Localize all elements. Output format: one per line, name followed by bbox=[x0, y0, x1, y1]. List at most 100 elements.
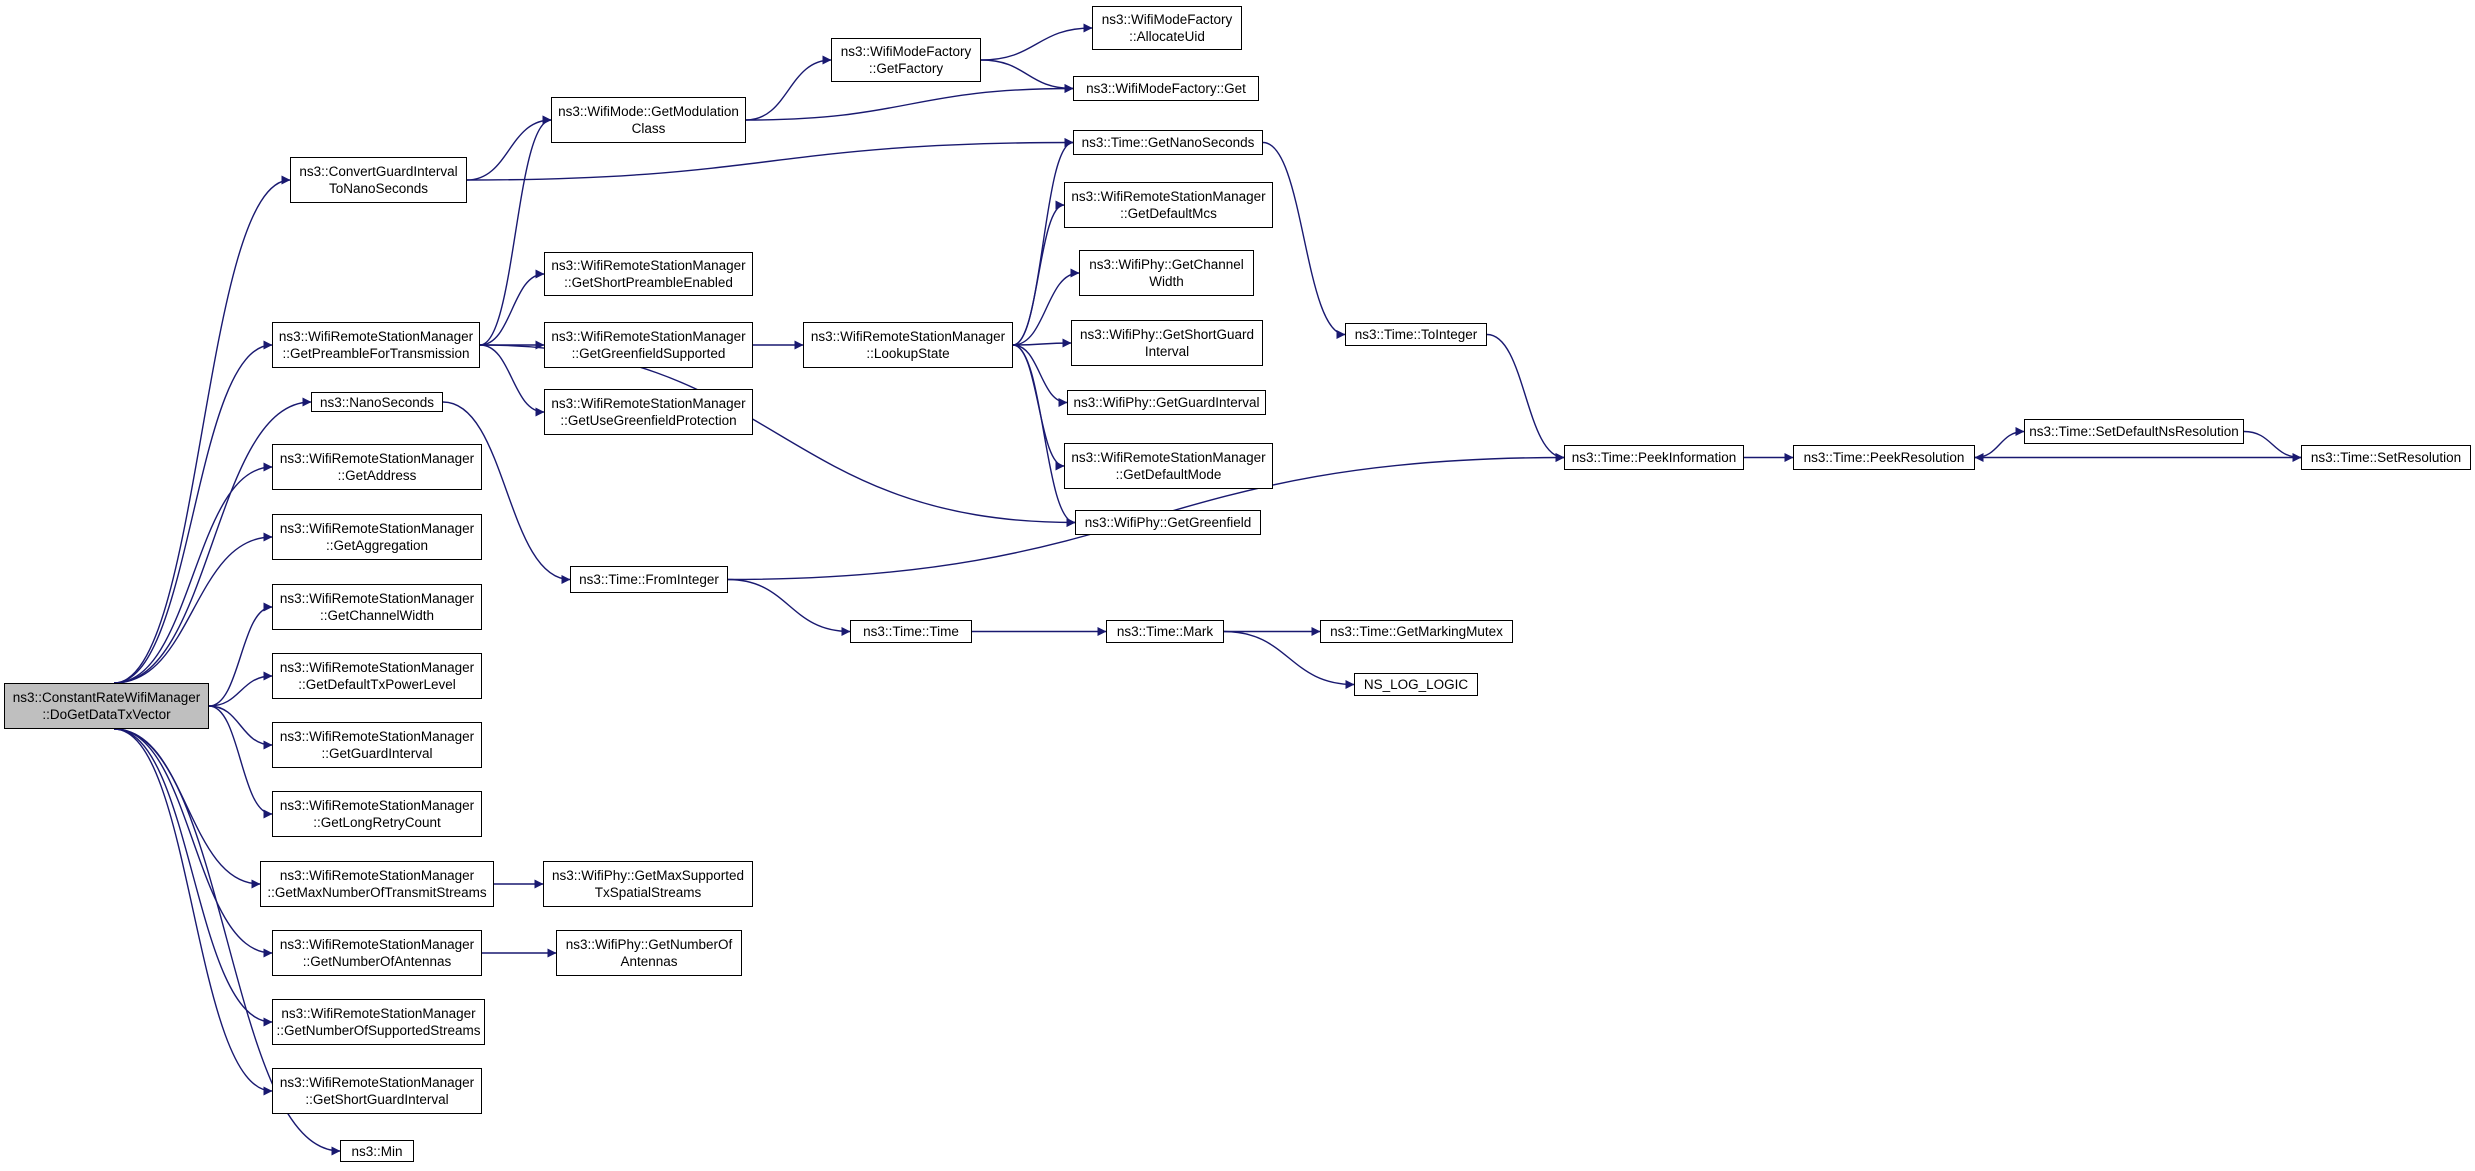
graph-node-label: ns3::WifiRemoteStationManager bbox=[279, 798, 475, 813]
graph-node-get-max-streams[interactable]: ns3::WifiRemoteStationManager::GetMaxNum… bbox=[260, 861, 494, 907]
edge-toInteger-to-peekInformation bbox=[1486, 333, 1565, 462]
graph-node-lookup-state[interactable]: ns3::WifiRemoteStationManager::LookupSta… bbox=[803, 322, 1013, 368]
edge-root-to-getNumStreams bbox=[113, 728, 273, 1027]
edge-root-to-getChannelWidth bbox=[208, 602, 273, 707]
edge-root-to-getShortGI bbox=[113, 728, 273, 1096]
graph-node-get-address[interactable]: ns3::WifiRemoteStationManager::GetAddres… bbox=[272, 444, 482, 490]
graph-node-get-num-streams[interactable]: ns3::WifiRemoteStationManager::GetNumber… bbox=[272, 999, 485, 1045]
graph-node-label: ::GetAddress bbox=[337, 468, 417, 483]
graph-node-label: ::GetUseGreenfieldProtection bbox=[560, 413, 737, 428]
graph-node-get-short-g-i[interactable]: ns3::WifiRemoteStationManager::GetShortG… bbox=[272, 1068, 482, 1114]
graph-node-label: ns3::Time::Mark bbox=[1116, 624, 1214, 639]
graph-node-label: ns3::WifiRemoteStationManager bbox=[551, 329, 746, 344]
graph-node-label: Width bbox=[1149, 274, 1184, 289]
graph-node-phy-guard-interval[interactable]: ns3::WifiPhy::GetGuardInterval bbox=[1067, 390, 1266, 415]
graph-node-use-greenfield-prot[interactable]: ns3::WifiRemoteStationManager::GetUseGre… bbox=[544, 389, 753, 435]
graph-node-label: ns3::Time::SetResolution bbox=[2310, 450, 2462, 465]
graph-node-label: ns3::WifiPhy::GetChannel bbox=[1089, 257, 1244, 272]
graph-node-label: ::GetShortGuardInterval bbox=[305, 1092, 449, 1107]
graph-node-get-default-tx-power[interactable]: ns3::WifiRemoteStationManager::GetDefaul… bbox=[272, 653, 482, 699]
graph-node-label: ::GetGuardInterval bbox=[321, 746, 433, 761]
graph-node-get-guard-interval[interactable]: ns3::WifiRemoteStationManager::GetGuardI… bbox=[272, 722, 482, 768]
edge-peekResolution-to-setDefaultNsRes bbox=[1974, 427, 2025, 459]
edge-setDefaultNsRes-to-setResolution bbox=[2243, 430, 2302, 462]
graph-node-label: ns3::WifiRemoteStationManager bbox=[551, 396, 746, 411]
graph-node-get-aggregation[interactable]: ns3::WifiRemoteStationManager::GetAggreg… bbox=[272, 514, 482, 560]
graph-node-set-default-ns-res[interactable]: ns3::Time::SetDefaultNsResolution bbox=[2024, 419, 2244, 444]
edge-lookupState-to-phyShortGuard bbox=[1012, 338, 1072, 348]
graph-node-label: ::GetDefaultMcs bbox=[1120, 206, 1217, 221]
graph-node-label: ::GetFactory bbox=[868, 61, 944, 76]
graph-node-min[interactable]: ns3::Min bbox=[340, 1140, 414, 1162]
graph-node-label: ns3::WifiPhy::GetGreenfield bbox=[1084, 515, 1252, 530]
graph-node-nano-seconds[interactable]: ns3::NanoSeconds bbox=[311, 392, 443, 412]
graph-node-label: ::LookupState bbox=[866, 346, 950, 361]
graph-node-label: ns3::WifiRemoteStationManager bbox=[279, 521, 475, 536]
graph-node-label: ns3::ConvertGuardInterval bbox=[299, 164, 458, 179]
graph-node-label: ns3::Time::GetNanoSeconds bbox=[1081, 135, 1255, 150]
graph-node-label: ns3::WifiRemoteStationManager bbox=[279, 1075, 475, 1090]
graph-node-label: ns3::WifiRemoteStationManager bbox=[1071, 189, 1266, 204]
graph-node-label: ns3::WifiModeFactory::Get bbox=[1086, 81, 1246, 96]
edge-factoryGetFactory-to-allocateUid bbox=[980, 23, 1093, 61]
edge-lookupState-to-phyGreenfield bbox=[1012, 344, 1076, 527]
edge-root-to-getGuardInterval bbox=[208, 705, 273, 750]
graph-node-label: NS_LOG_LOGIC bbox=[1363, 677, 1469, 692]
edge-getPreamble-to-modClass bbox=[479, 115, 552, 346]
graph-node-label: ns3::WifiRemoteStationManager bbox=[551, 258, 746, 273]
graph-node-label: ns3::Time::GetMarkingMutex bbox=[1330, 624, 1503, 639]
graph-node-label: ns3::WifiRemoteStationManager bbox=[279, 451, 475, 466]
graph-node-get-preamble[interactable]: ns3::WifiRemoteStationManager::GetPreamb… bbox=[272, 322, 480, 368]
graph-node-label: ::GetLongRetryCount bbox=[313, 815, 441, 830]
graph-node-from-integer[interactable]: ns3::Time::FromInteger bbox=[570, 566, 728, 593]
graph-node-root[interactable]: ns3::ConstantRateWifiManager::DoGetDataT… bbox=[4, 683, 209, 729]
graph-node-greenfield-supported[interactable]: ns3::WifiRemoteStationManager::GetGreenf… bbox=[544, 322, 753, 368]
graph-node-short-preamble[interactable]: ns3::WifiRemoteStationManager::GetShortP… bbox=[544, 252, 753, 296]
graph-node-label: ::GetPreambleForTransmission bbox=[282, 346, 470, 361]
edge-modClass-to-factoryGet bbox=[745, 84, 1074, 121]
graph-node-marking-mutex[interactable]: ns3::Time::GetMarkingMutex bbox=[1320, 620, 1513, 643]
graph-node-get-nano-seconds[interactable]: ns3::Time::GetNanoSeconds bbox=[1073, 130, 1263, 155]
graph-node-get-default-mcs[interactable]: ns3::WifiRemoteStationManager::GetDefaul… bbox=[1064, 182, 1273, 228]
graph-node-get-long-retry[interactable]: ns3::WifiRemoteStationManager::GetLongRe… bbox=[272, 791, 482, 837]
graph-node-time-time[interactable]: ns3::Time::Time bbox=[850, 620, 972, 643]
graph-node-to-integer[interactable]: ns3::Time::ToInteger bbox=[1345, 323, 1487, 346]
edge-convGI-to-modClass bbox=[466, 115, 552, 181]
graph-node-label: ns3::WifiRemoteStationManager bbox=[279, 937, 475, 952]
graph-node-label: ToNanoSeconds bbox=[328, 181, 429, 196]
graph-node-label: Antennas bbox=[620, 954, 678, 969]
edge-root-to-nanoSeconds bbox=[113, 397, 312, 684]
graph-node-label: ::GetAggregation bbox=[325, 538, 429, 553]
graph-node-factory-get[interactable]: ns3::WifiModeFactory::Get bbox=[1073, 76, 1259, 101]
graph-node-get-num-antennas[interactable]: ns3::WifiRemoteStationManager::GetNumber… bbox=[272, 930, 482, 976]
edge-modClass-to-factoryGetFactory bbox=[745, 55, 832, 121]
graph-node-label: ns3::Min bbox=[351, 1143, 403, 1159]
edge-lookupState-to-getDefaultMcs bbox=[1012, 200, 1065, 346]
graph-node-label: ns3::WifiRemoteStationManager bbox=[810, 329, 1006, 344]
graph-node-allocate-uid[interactable]: ns3::WifiModeFactory::AllocateUid bbox=[1092, 6, 1242, 50]
graph-node-label: ns3::WifiRemoteStationManager bbox=[281, 1006, 476, 1021]
graph-node-factory-get-factory[interactable]: ns3::WifiModeFactory::GetFactory bbox=[831, 38, 981, 82]
graph-node-phy-greenfield[interactable]: ns3::WifiPhy::GetGreenfield bbox=[1075, 510, 1261, 535]
graph-node-get-default-mode[interactable]: ns3::WifiRemoteStationManager::GetDefaul… bbox=[1064, 443, 1273, 489]
graph-node-time-mark[interactable]: ns3::Time::Mark bbox=[1106, 620, 1224, 643]
graph-node-label: ::GetShortPreambleEnabled bbox=[564, 275, 733, 290]
graph-node-label: ns3::Time::PeekResolution bbox=[1803, 450, 1965, 465]
graph-node-set-resolution[interactable]: ns3::Time::SetResolution bbox=[2301, 445, 2471, 470]
graph-node-get-channel-width[interactable]: ns3::WifiRemoteStationManager::GetChanne… bbox=[272, 584, 482, 630]
edge-root-to-getAggregation bbox=[113, 532, 273, 684]
graph-node-label: ::GetNumberOfSupportedStreams bbox=[276, 1023, 481, 1038]
graph-node-ns-log-logic[interactable]: NS_LOG_LOGIC bbox=[1354, 673, 1478, 696]
graph-node-peek-information[interactable]: ns3::Time::PeekInformation bbox=[1564, 445, 1744, 470]
graph-node-peek-resolution[interactable]: ns3::Time::PeekResolution bbox=[1793, 445, 1975, 470]
graph-node-label: ::GetGreenfieldSupported bbox=[571, 346, 726, 361]
graph-node-label: ns3::WifiRemoteStationManager bbox=[1071, 450, 1266, 465]
edge-root-to-convGI bbox=[113, 175, 291, 684]
